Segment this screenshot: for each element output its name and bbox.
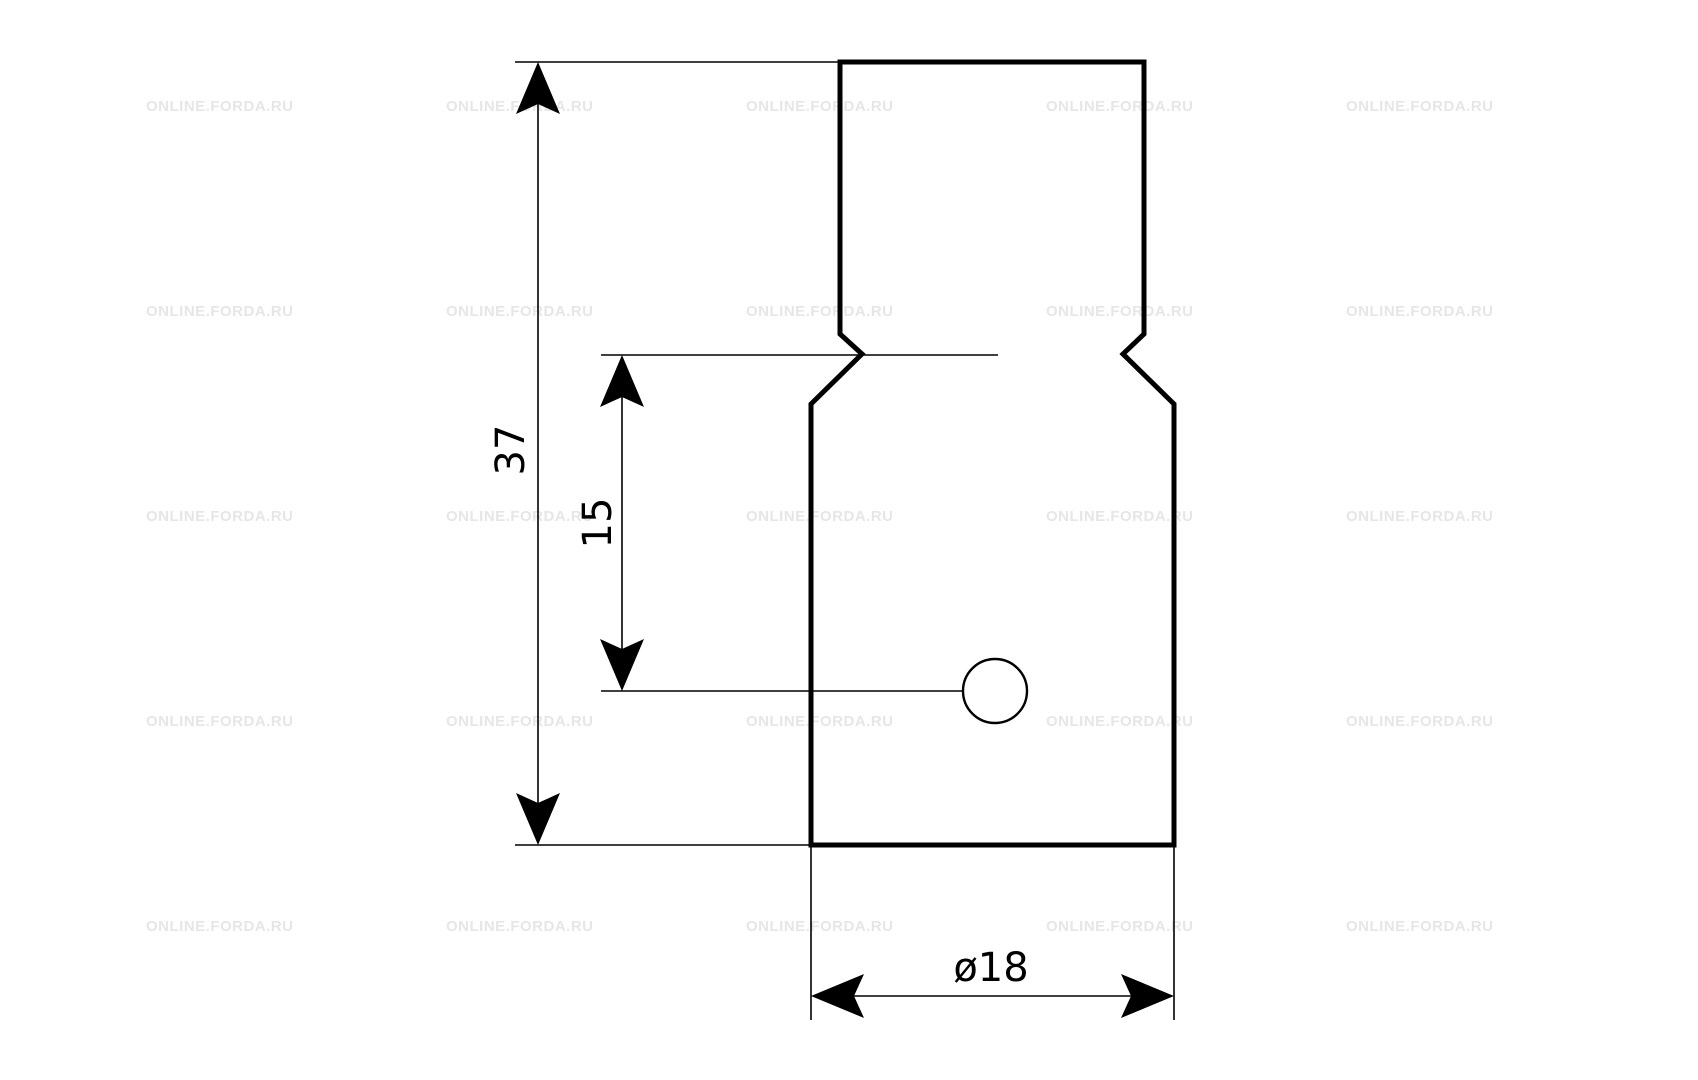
watermark-text: ONLINE.FORDA.RU xyxy=(1346,918,1494,935)
dimension-15: 15 xyxy=(575,355,644,691)
watermark-text: ONLINE.FORDA.RU xyxy=(146,508,294,525)
watermark-text: ONLINE.FORDA.RU xyxy=(746,98,894,115)
watermark-text: ONLINE.FORDA.RU xyxy=(1046,918,1194,935)
watermark-text: ONLINE.FORDA.RU xyxy=(1046,98,1194,115)
watermark-text: ONLINE.FORDA.RU xyxy=(146,303,294,320)
watermark-text: ONLINE.FORDA.RU xyxy=(1046,303,1194,320)
watermark-text: ONLINE.FORDA.RU xyxy=(146,713,294,730)
watermark-text: ONLINE.FORDA.RU xyxy=(746,713,894,730)
dimension-37: 37 xyxy=(488,62,560,845)
arrow-left-icon xyxy=(811,974,864,1018)
watermark-text: ONLINE.FORDA.RU xyxy=(1346,303,1494,320)
arrow-right-icon xyxy=(1121,974,1174,1018)
watermark-text: ONLINE.FORDA.RU xyxy=(446,713,594,730)
watermark-layer: ONLINE.FORDA.RU ONLINE.FORDA.RU ONLINE.FOR… xyxy=(146,98,1494,935)
watermark-text: ONLINE.FORDA.RU xyxy=(1346,508,1494,525)
dimension-diameter: ø18 xyxy=(810,845,1175,1020)
watermark-text: ONLINE.FORDA.RU xyxy=(446,303,594,320)
dimension-15-label: 15 xyxy=(575,498,621,549)
arrow-down-icon xyxy=(516,793,560,845)
watermark-text: ONLINE.FORDA.RU xyxy=(1346,713,1494,730)
watermark-text: ONLINE.FORDA.RU xyxy=(446,508,594,525)
arrow-down-icon xyxy=(600,639,644,691)
watermark-text: ONLINE.FORDA.RU xyxy=(146,918,294,935)
watermark-text: ONLINE.FORDA.RU xyxy=(446,918,594,935)
watermark-text: ONLINE.FORDA.RU xyxy=(746,303,894,320)
watermark-text: ONLINE.FORDA.RU xyxy=(1346,98,1494,115)
dimension-diameter-label: ø18 xyxy=(953,945,1028,991)
dimension-37-label: 37 xyxy=(488,425,534,476)
watermark-text: ONLINE.FORDA.RU xyxy=(746,508,894,525)
watermark-text: ONLINE.FORDA.RU xyxy=(746,918,894,935)
hole-circle xyxy=(961,657,1029,725)
watermark-text: ONLINE.FORDA.RU xyxy=(1046,713,1194,730)
arrow-up-icon xyxy=(516,62,560,114)
watermark-text: ONLINE.FORDA.RU xyxy=(1046,508,1194,525)
watermark-text: ONLINE.FORDA.RU xyxy=(146,98,294,115)
arrow-up-icon xyxy=(600,355,644,407)
